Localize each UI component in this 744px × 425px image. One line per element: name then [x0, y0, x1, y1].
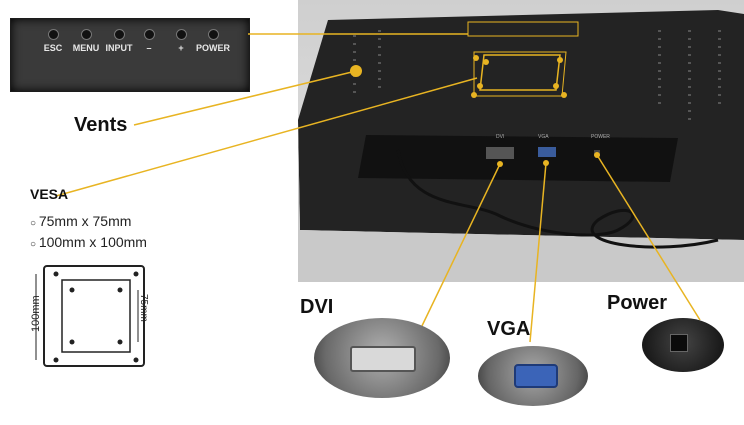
vesa-title: VESA — [30, 186, 69, 202]
vga-closeup — [478, 346, 588, 406]
vga-port-tag: VGA — [538, 134, 549, 140]
power-jack-icon — [670, 334, 688, 352]
monitor-back-photo: DVI VGA POWER — [298, 0, 744, 282]
button-panel-closeup: ESC MENU INPUT – + POWER — [10, 18, 250, 92]
power-closeup — [642, 318, 724, 372]
input-button: INPUT — [99, 29, 139, 53]
dim-100-label: 100mm — [30, 295, 42, 332]
menu-button: MENU — [66, 29, 106, 53]
power-label: Power — [607, 292, 668, 314]
vesa-option-75: ○ 75mm x 75mm — [30, 213, 132, 229]
radio-circle-icon: ○ — [30, 218, 39, 229]
dvi-port-icon — [350, 346, 416, 372]
dvi-closeup — [314, 318, 450, 398]
vesa-hole-diagram: 100mm 75mm — [30, 265, 149, 367]
dvi-label: DVI — [300, 296, 334, 318]
vents-label: Vents — [74, 114, 128, 136]
dvi-port-tag: DVI — [496, 134, 504, 140]
vga-label: VGA — [487, 318, 531, 340]
power-port-tag: POWER — [591, 134, 610, 140]
plus-button: + — [161, 29, 201, 53]
vga-port-icon — [514, 364, 558, 388]
power-button: POWER — [193, 29, 233, 53]
minus-button: – — [129, 29, 169, 53]
radio-circle-icon: ○ — [30, 239, 39, 250]
esc-button: ESC — [33, 29, 73, 53]
dim-75-label: 75mm — [138, 294, 149, 322]
vesa-option-100: ○ 100mm x 100mm — [30, 234, 147, 250]
